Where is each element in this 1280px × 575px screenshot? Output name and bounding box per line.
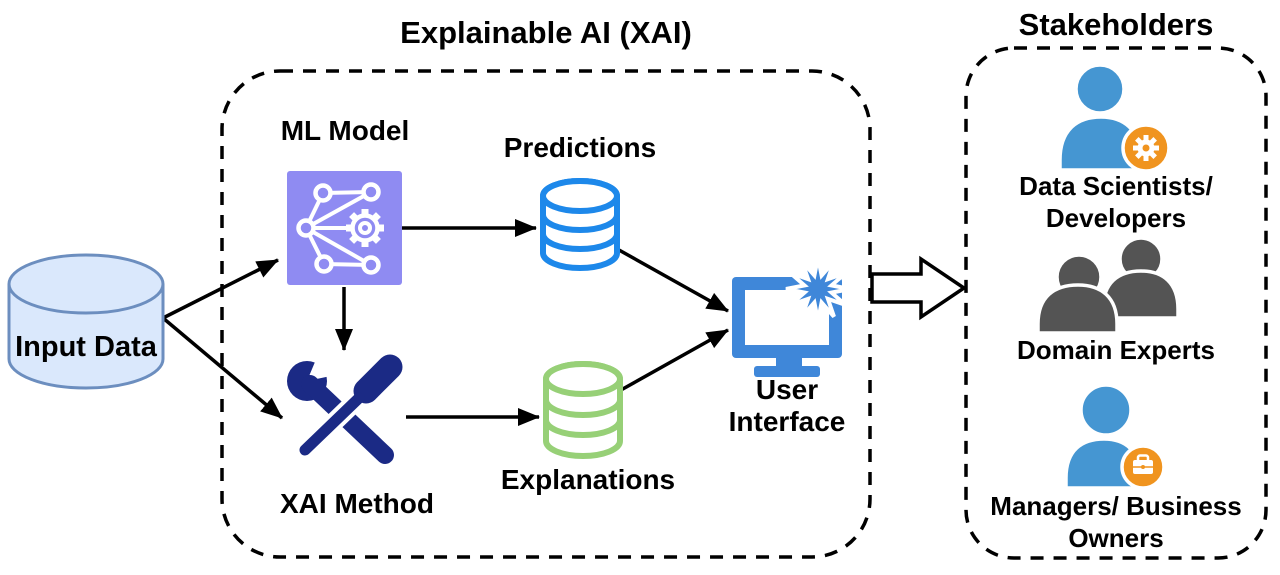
data-scientists-label-line1: Data Scientists/ [1019, 171, 1213, 201]
explanations-database-icon [543, 361, 623, 459]
explanations-label: Explanations [500, 464, 676, 495]
domain-experts-label: Domain Experts [1017, 335, 1215, 365]
data-scientists-label: Data Scientists/ Developers [975, 170, 1257, 234]
xai-box-title: Explainable AI (XAI) [400, 15, 692, 50]
gear-icon [346, 209, 384, 247]
xai-method-label: XAI Method [280, 488, 434, 519]
arrow-predictions-to-ui [618, 248, 729, 313]
monitor-starburst-icon [732, 256, 851, 377]
user-interface-label-line2: Interface [728, 406, 846, 438]
starburst-icon [785, 256, 851, 322]
arrow-input-to-xai [161, 316, 284, 420]
arrow-input-to-ml [162, 258, 279, 320]
ml-model-label: ML Model [280, 115, 410, 146]
person-gear-badge-icon [1058, 63, 1171, 173]
two-persons-icon [1036, 236, 1180, 335]
predictions-database-icon [540, 178, 620, 271]
managers-label-line2: Owners [1068, 523, 1164, 553]
wrench-screwdriver-icon [287, 350, 406, 464]
data-scientists-label-line2: Developers [1045, 203, 1187, 233]
arrow-explanations-to-ui [620, 328, 729, 392]
managers-label-line1: Managers/ Business [990, 491, 1242, 521]
briefcase-badge-icon [1120, 444, 1166, 490]
user-interface-label-line1: User [755, 374, 819, 405]
stakeholders-dashed-box [964, 46, 1268, 560]
connector-arrows [161, 219, 729, 426]
predictions-label: Predictions [503, 132, 657, 163]
screwdriver-icon [295, 351, 406, 460]
hollow-arrow-icon [870, 255, 968, 321]
person-briefcase-badge-icon [1064, 383, 1166, 490]
database-cylinder-icon [7, 253, 165, 390]
user-interface-label: User Interface [712, 374, 862, 438]
stakeholders-title: Stakeholders [1018, 7, 1214, 42]
neural-network-gear-icon [287, 171, 402, 285]
gear-badge-icon [1121, 123, 1171, 173]
xai-dashed-box [220, 69, 872, 559]
input-data-label: Input Data [15, 331, 157, 363]
managers-label: Managers/ Business Owners [966, 490, 1266, 554]
